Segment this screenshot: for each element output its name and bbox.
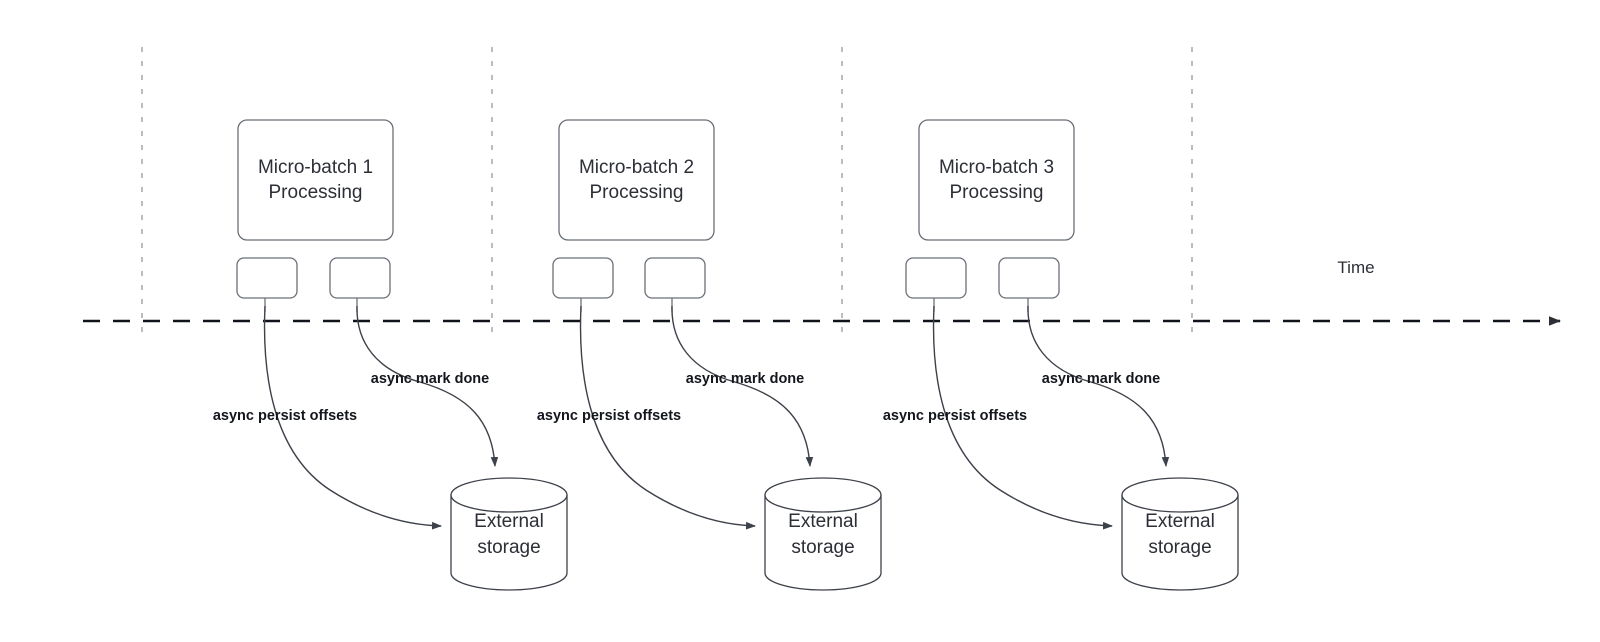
external-storage-1-line1: External — [474, 511, 544, 532]
micro-batch-2-subtitle: Processing — [590, 182, 684, 203]
edge-async-persist-offsets-2 — [579, 305, 756, 530]
micro-batch-1-title: Micro-batch 1 — [258, 157, 373, 178]
micro-batch-2-title: Micro-batch 2 — [579, 157, 694, 178]
external-storage-3[interactable]: External storage — [1121, 477, 1239, 591]
edge-label-async-mark-done-3: async mark done — [1042, 371, 1160, 387]
micro-batch-3-subtitle: Processing — [950, 182, 1044, 203]
group-3: Micro-batch 3 Processing External storag… — [883, 119, 1239, 591]
external-storage-2-line1: External — [788, 511, 858, 532]
task-box-3a[interactable] — [905, 257, 967, 299]
edge-label-async-mark-done-2: async mark done — [686, 371, 804, 387]
edge-async-mark-done-2 — [671, 305, 814, 467]
micro-batch-2-process-box[interactable] — [558, 119, 715, 241]
external-storage-3-line1: External — [1145, 511, 1215, 532]
edge-async-persist-offsets-3 — [932, 305, 1113, 530]
task-box-1a[interactable] — [236, 257, 298, 299]
time-axis-label: Time — [1337, 258, 1374, 277]
edge-label-async-mark-done-1: async mark done — [371, 371, 489, 387]
micro-batch-1-process-box[interactable] — [237, 119, 394, 241]
external-storage-1-line2: storage — [477, 537, 540, 558]
external-storage-2-line2: storage — [791, 537, 854, 558]
edge-async-mark-done-1 — [356, 305, 499, 467]
edge-label-async-persist-offsets-1: async persist offsets — [213, 408, 357, 424]
edge-label-async-persist-offsets-3: async persist offsets — [883, 408, 1027, 424]
task-box-2b[interactable] — [644, 257, 706, 299]
task-box-1b[interactable] — [329, 257, 391, 299]
external-storage-3-line2: storage — [1148, 537, 1211, 558]
task-box-2a[interactable] — [552, 257, 614, 299]
micro-batch-3-process-box[interactable] — [918, 119, 1075, 241]
task-box-3b[interactable] — [998, 257, 1060, 299]
timeline-tick-group — [141, 47, 1193, 334]
group-2: Micro-batch 2 Processing External storag… — [537, 119, 882, 591]
external-storage-2[interactable]: External storage — [764, 477, 882, 591]
edge-async-mark-done-3 — [1027, 305, 1170, 467]
micro-batch-3-title: Micro-batch 3 — [939, 157, 1054, 178]
group-1: Micro-batch 1 Processing External storag… — [213, 119, 568, 591]
edge-async-persist-offsets-1 — [263, 305, 442, 530]
edge-label-async-persist-offsets-2: async persist offsets — [537, 408, 681, 424]
external-storage-1[interactable]: External storage — [450, 477, 568, 591]
micro-batch-1-subtitle: Processing — [269, 182, 363, 203]
